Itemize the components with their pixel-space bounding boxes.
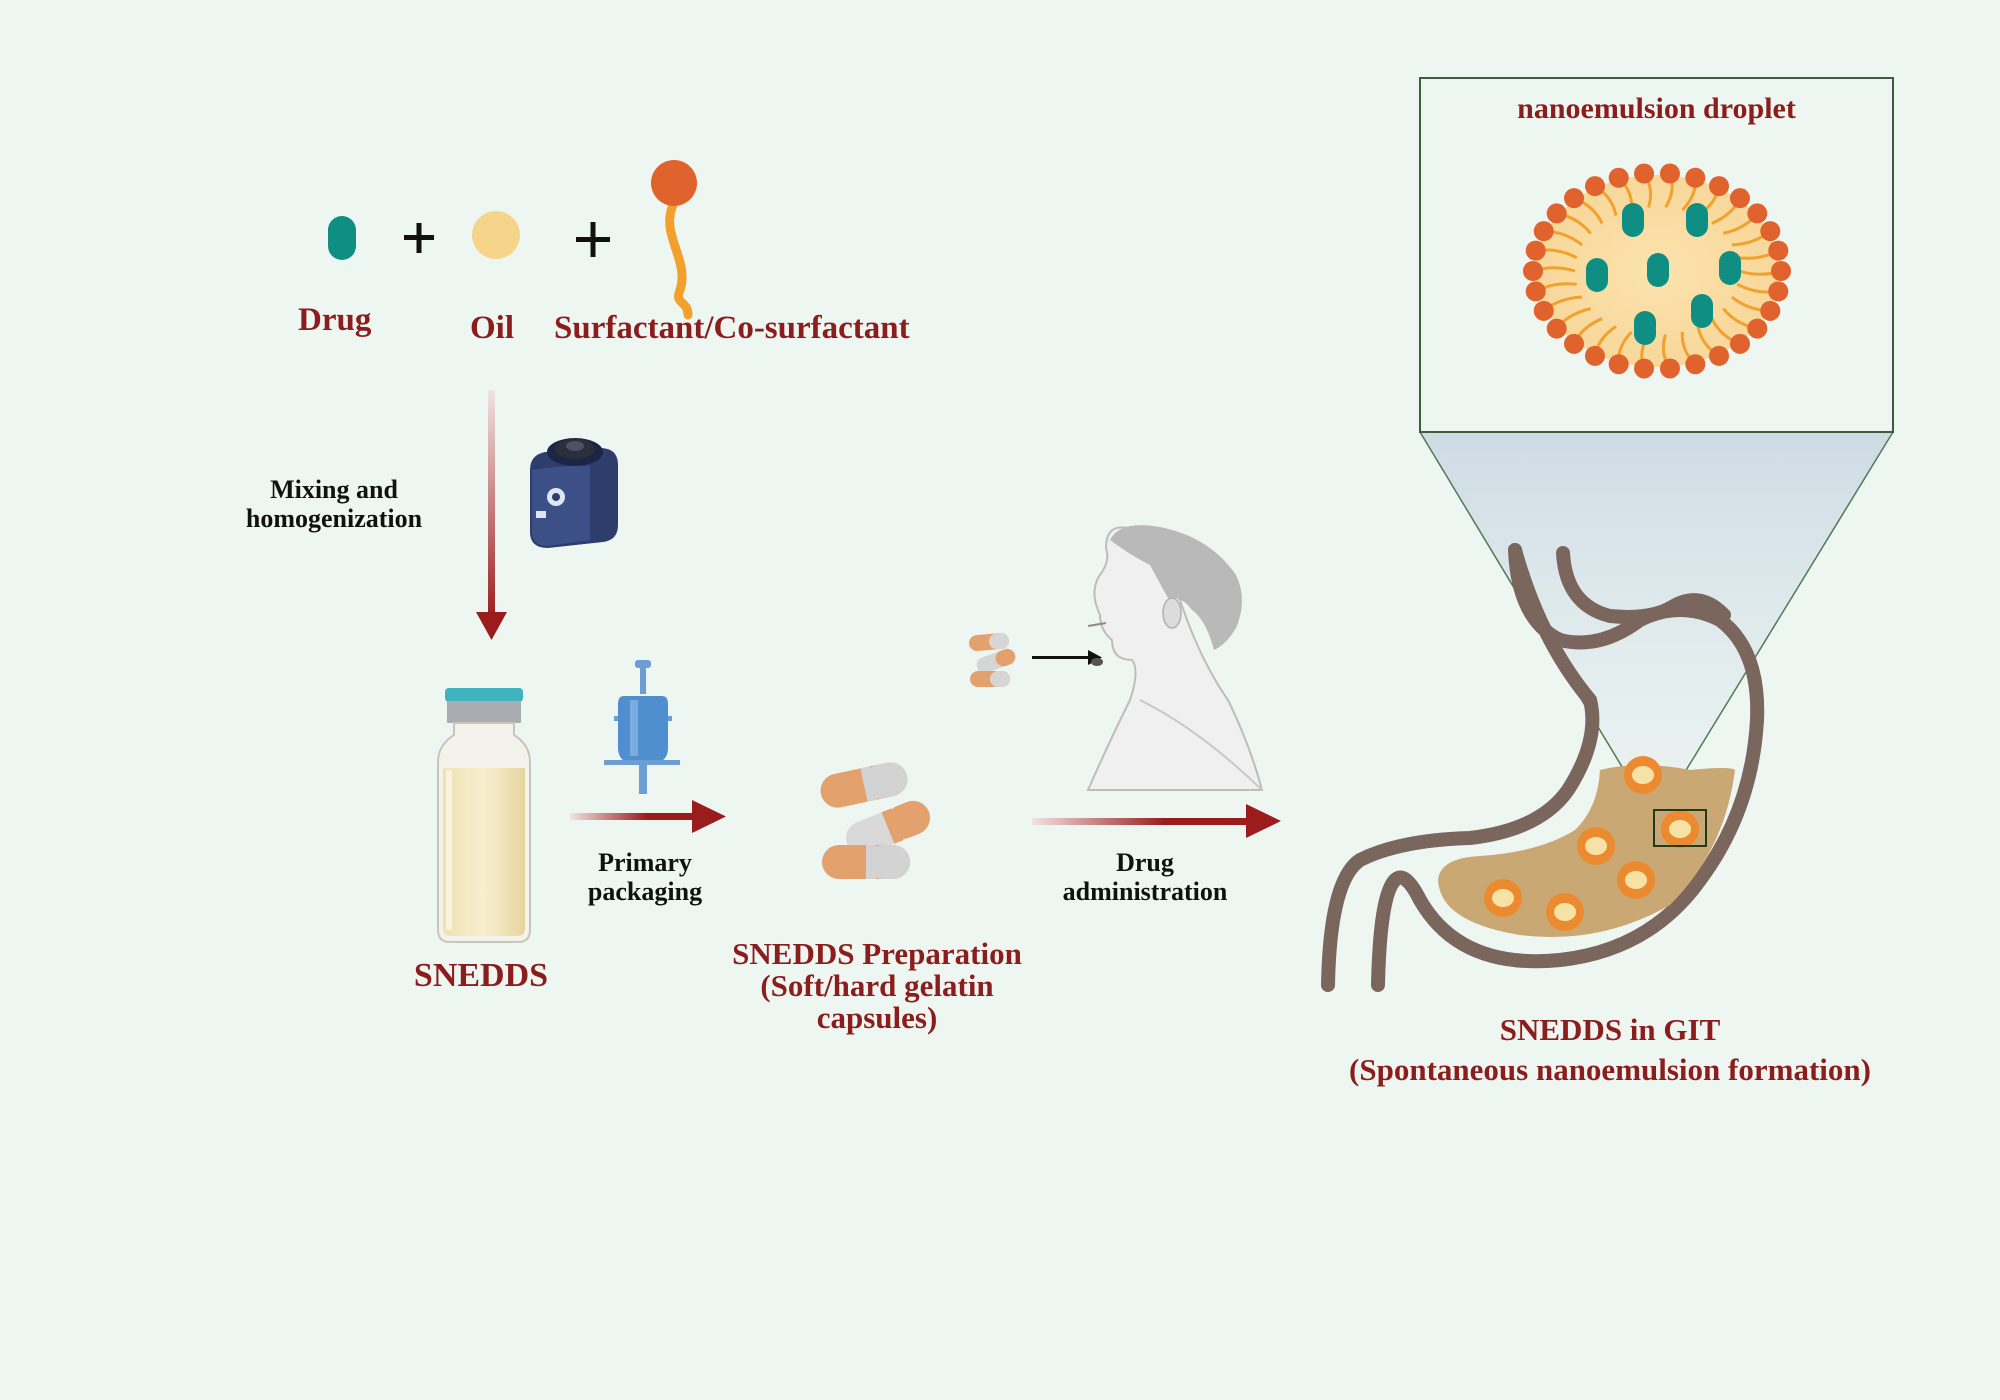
surfactant-shell [1523, 163, 1791, 379]
surfactant-head [1533, 300, 1554, 321]
surfactant-head [1564, 333, 1585, 354]
surfactant-head [1729, 188, 1750, 209]
stomach-droplets [1484, 756, 1699, 931]
droplet-core [1632, 766, 1654, 784]
surfactant-head [1760, 300, 1781, 321]
stomach-icon [1321, 543, 1765, 992]
filter-icon [604, 660, 680, 794]
drug-label: Drug [298, 302, 372, 338]
mixing-step-label: Mixing and homogenization [245, 475, 423, 533]
surfactant-head [1634, 358, 1655, 379]
surfactant-head [1546, 203, 1567, 224]
small-capsules-icon [969, 632, 1016, 687]
surfactant-head [1608, 354, 1629, 375]
droplet-core [1625, 871, 1647, 889]
packaging-arrow [570, 800, 726, 833]
administration-step-label: Drug administration [1062, 848, 1228, 906]
preparation-label: SNEDDS Preparation (Soft/hard gelatin ca… [732, 936, 1022, 1035]
surfactant-head [1546, 318, 1567, 339]
surfactant-head [1709, 176, 1729, 197]
surfactant-head [1771, 261, 1791, 281]
surfactant-head [1747, 203, 1768, 224]
surfactant-head [1564, 188, 1585, 209]
oil-droplet-icon [472, 211, 520, 259]
oil-label: Oil [470, 310, 515, 346]
surfactant-head [1685, 167, 1706, 188]
surfactant-head [1634, 163, 1655, 184]
drug-icon [328, 216, 356, 260]
surfactant-icon [651, 160, 697, 320]
patient-head-icon [1086, 525, 1264, 791]
plus-icon [404, 223, 434, 253]
surfactant-head [1585, 176, 1605, 197]
surfactant-head [1768, 240, 1789, 261]
inset-funnel [1419, 431, 1894, 781]
surfactant-head [1659, 358, 1680, 379]
packaging-step-label: Primary packaging [587, 848, 703, 906]
surfactant-head [1685, 354, 1706, 375]
droplet-core [1554, 903, 1576, 921]
nanoemulsion-droplet-icon [1523, 163, 1791, 379]
capsules-icon [820, 762, 931, 879]
surfactant-head [1585, 345, 1605, 366]
surfactant-head [1533, 221, 1554, 242]
surfactant-head [1525, 281, 1546, 302]
administration-arrow [1032, 804, 1281, 838]
surfactant-label: Surfactant/Co-surfactant [554, 310, 910, 346]
surfactant-head [1523, 261, 1543, 281]
snedds-label: SNEDDS [413, 957, 549, 994]
surfactant-head [1768, 281, 1789, 302]
surfactant-head [1608, 167, 1629, 188]
surfactant-head [1747, 318, 1768, 339]
droplet-core [1585, 837, 1607, 855]
vortex-mixer-icon [530, 438, 618, 548]
mixing-arrow [476, 390, 507, 640]
surfactant-head [1729, 333, 1750, 354]
plus-icon [576, 222, 610, 257]
vial-icon [437, 688, 531, 943]
zoom-region-marker [1653, 809, 1707, 847]
surfactant-head [1525, 240, 1546, 261]
inset-title: nanoemulsion droplet [1517, 92, 1796, 125]
droplet-core [1492, 889, 1514, 907]
git-label: SNEDDS in GIT (Spontaneous nanoemulsion … [1349, 1012, 1871, 1087]
droplet-core [1669, 820, 1691, 838]
surfactant-head [1659, 163, 1680, 184]
surfactant-head [1709, 345, 1729, 366]
surfactant-head [1760, 221, 1781, 242]
